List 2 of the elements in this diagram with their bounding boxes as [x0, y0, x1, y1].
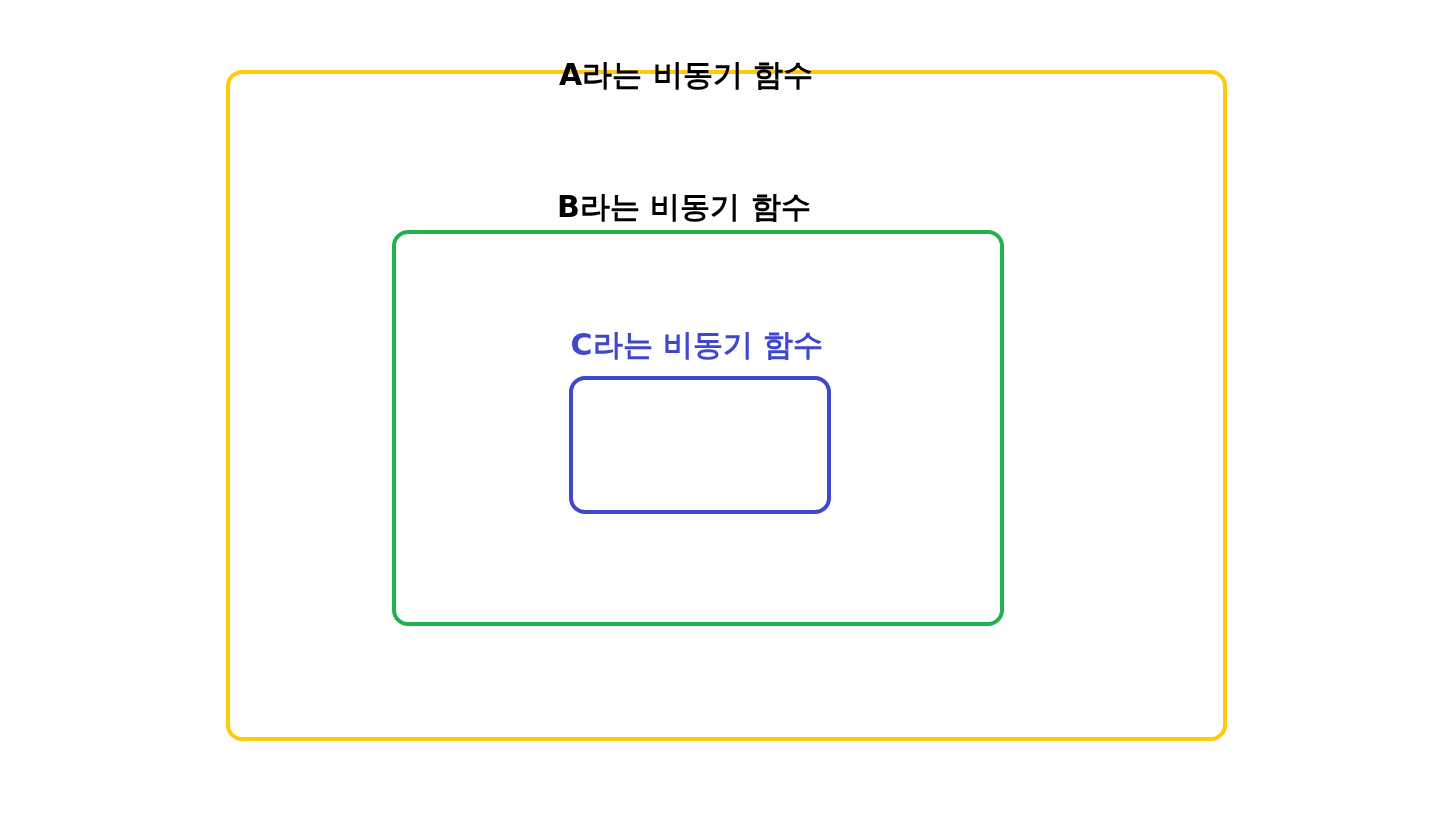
heading: C라는 비동기 함수	[570, 328, 824, 362]
heading: B라는 비동기 함수	[557, 190, 811, 224]
